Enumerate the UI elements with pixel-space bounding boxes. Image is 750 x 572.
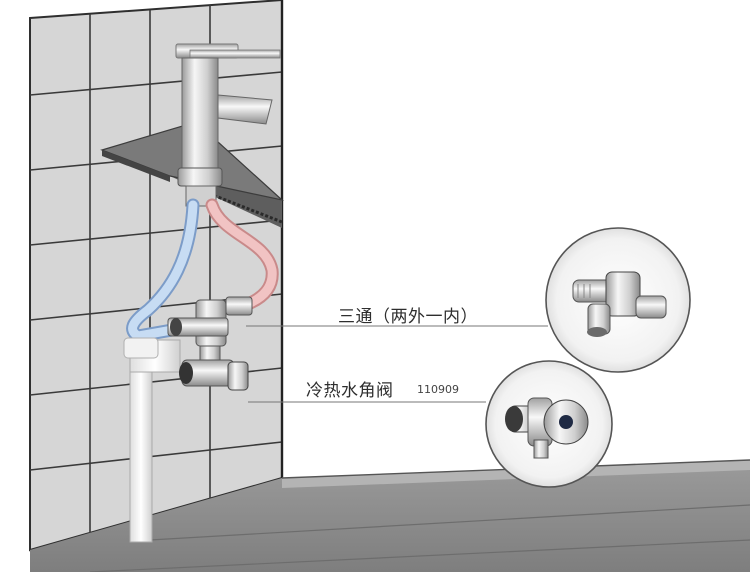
drain-pipe: [123, 337, 181, 543]
angle-valve-model-code: 110909: [417, 383, 459, 396]
tee-label: 三通（两外一内）: [338, 307, 478, 327]
callout-lines: [246, 325, 548, 403]
angle-valve-icon: [179, 345, 249, 391]
floor: [30, 459, 750, 572]
tee-fitting-icon: [167, 296, 253, 347]
tee-detail-circle: [545, 227, 691, 373]
faucet-icon: [175, 43, 281, 207]
angle-valve-detail-circle: [485, 360, 613, 488]
hot-water-hose: [205, 198, 279, 311]
angle-valve-detail-icon: [505, 397, 589, 459]
angle-valve-label: 冷热水角阀: [306, 381, 394, 401]
tiled-wall: [29, 0, 284, 552]
tee-fitting-detail-icon: [572, 271, 667, 337]
cold-water-hose: [126, 198, 200, 343]
